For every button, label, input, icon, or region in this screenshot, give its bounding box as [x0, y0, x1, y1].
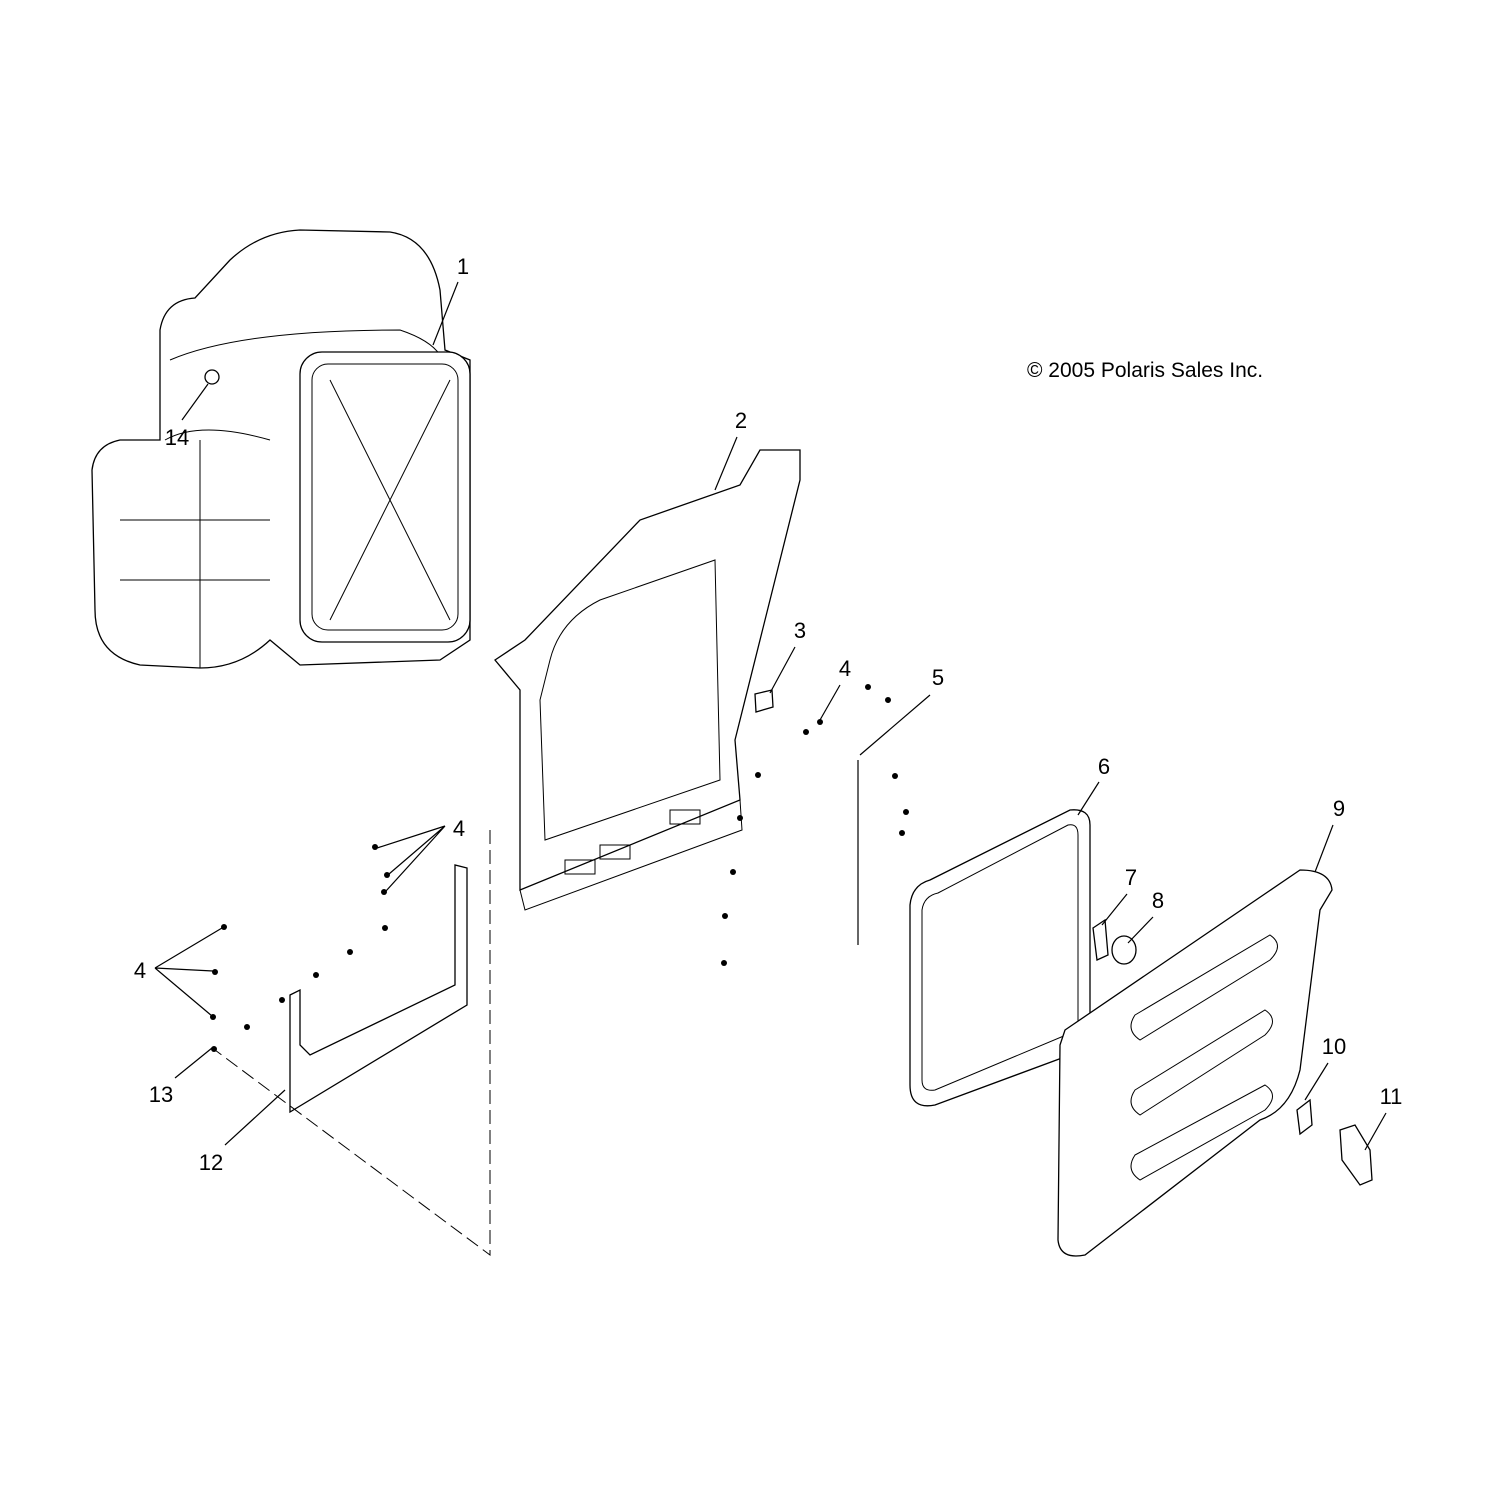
- leader-lines: [154, 281, 1387, 1151]
- assembly-line: [214, 830, 491, 1256]
- screws-left: [210, 844, 390, 1052]
- part-9-lid: [1057, 869, 1333, 1257]
- callout-6: 6: [1098, 754, 1110, 779]
- callout-10: 10: [1322, 1034, 1346, 1059]
- callout-4-left-upper: 4: [453, 816, 465, 841]
- part-14-grommet: [204, 369, 220, 385]
- screws-right: [721, 684, 909, 966]
- part-3-plate: [754, 689, 774, 713]
- callout-2: 2: [735, 408, 747, 433]
- callout-4-left-lower: 4: [134, 958, 146, 983]
- part-12-panel: [289, 864, 468, 1114]
- callout-14: 14: [165, 425, 189, 450]
- callout-13: 13: [149, 1082, 173, 1107]
- part-8-washer: [1111, 935, 1137, 965]
- callout-12: 12: [199, 1150, 223, 1175]
- callout-4: 4: [839, 656, 851, 681]
- callout-11: 11: [1380, 1084, 1403, 1109]
- part-10-bezel: [1296, 1098, 1313, 1136]
- copyright-notice: © 2005 Polaris Sales Inc.: [1027, 359, 1263, 382]
- part-2-frame: [494, 449, 801, 911]
- part-11-lock: [1339, 1124, 1373, 1186]
- callout-7: 7: [1125, 865, 1137, 890]
- part-1-storage-box: [91, 229, 471, 669]
- callout-9: 9: [1333, 796, 1345, 821]
- callout-1: 1: [457, 254, 469, 279]
- callout-5: 5: [932, 665, 944, 690]
- callout-3: 3: [794, 618, 806, 643]
- part-7-latch: [1092, 918, 1109, 961]
- callout-8: 8: [1152, 888, 1164, 913]
